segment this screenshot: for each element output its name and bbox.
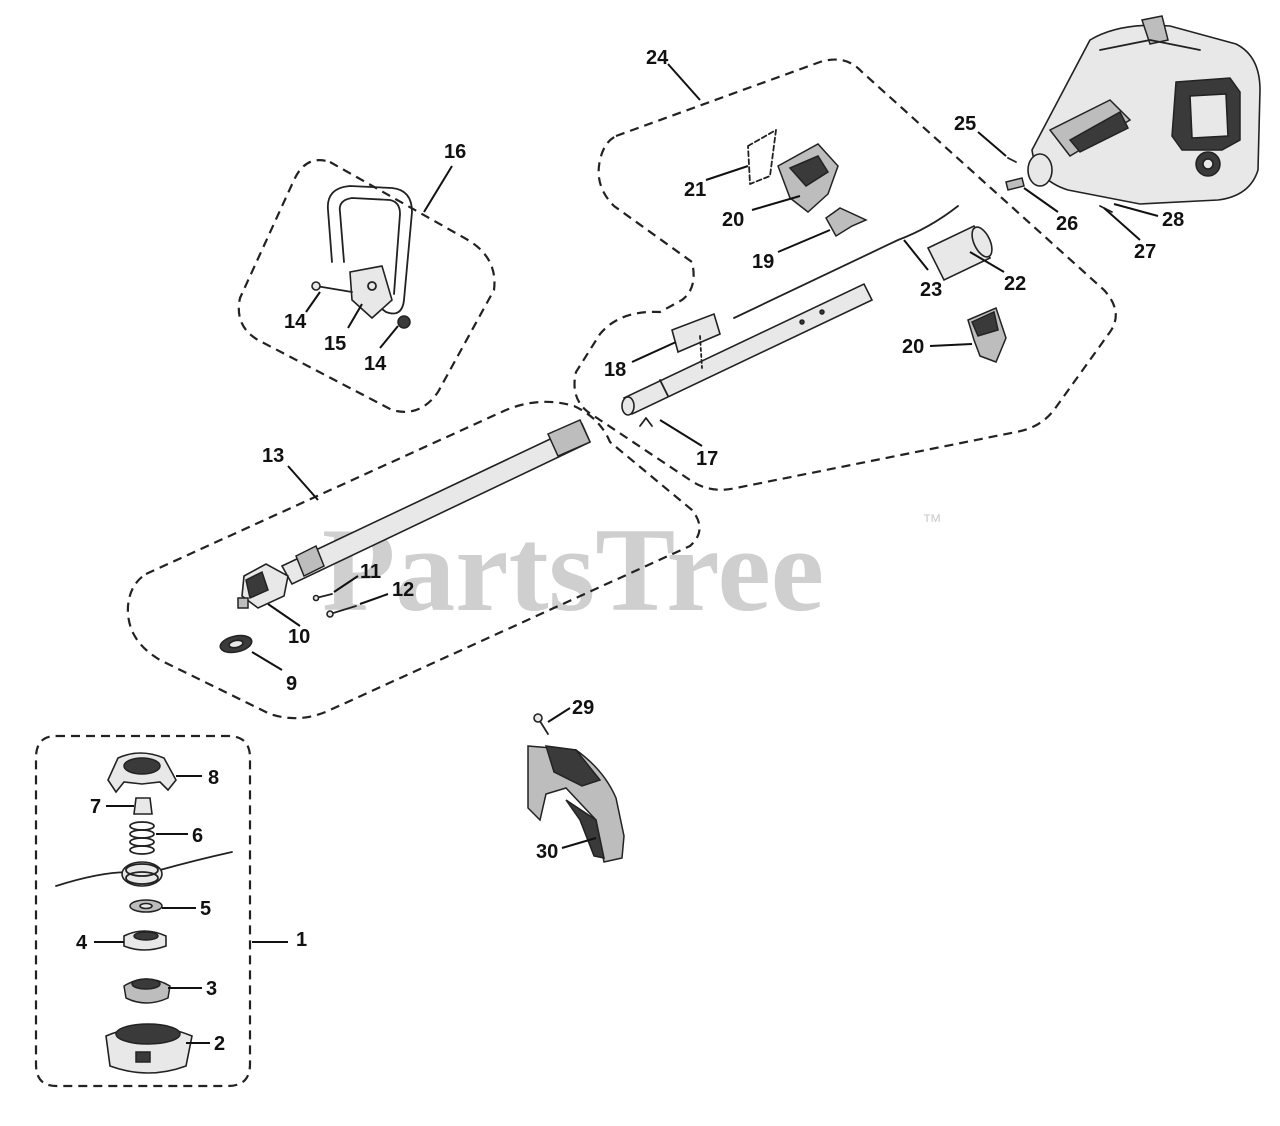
callout-3: 3 [206, 978, 217, 1000]
lower-shaft [280, 419, 592, 586]
callout-19: 19 [752, 251, 774, 273]
callout-23: 23 [920, 279, 942, 301]
trimmer-head-parts [55, 752, 233, 1074]
callout-12: 12 [392, 579, 414, 601]
loop-handle [327, 185, 413, 320]
callout-2: 2 [214, 1033, 225, 1055]
callout-28: 28 [1162, 209, 1184, 231]
shaft-pin [639, 417, 653, 427]
shaft-label-sleeve [671, 312, 721, 369]
callout-10: 10 [288, 626, 310, 648]
callout-8: 8 [208, 767, 219, 789]
group-outline-lower-shaft [126, 400, 701, 720]
gear-head [237, 563, 289, 609]
callout-14a: 14 [284, 311, 307, 333]
handle-nut-right [397, 315, 411, 329]
watermark-trademark: ™ [922, 511, 942, 533]
callout-11: 11 [360, 561, 381, 583]
bearing-washer [219, 634, 253, 654]
group-outline-trimmer-head [34, 734, 252, 1088]
group-outline-upper-shaft [573, 58, 1117, 491]
callout-20b: 20 [902, 336, 924, 358]
callout-26: 26 [1056, 213, 1078, 235]
engine-assembly [1027, 15, 1261, 205]
callout-7: 7 [90, 796, 101, 818]
gear-head-screw [312, 593, 333, 602]
throttle-housing-upper [777, 143, 839, 213]
throttle-trigger [825, 207, 868, 238]
callout-4: 4 [76, 932, 88, 954]
callout-25: 25 [954, 113, 976, 135]
shield-screw [533, 713, 549, 735]
callout-1: 1 [296, 929, 307, 951]
callout-labels: 1 2 3 4 5 6 7 8 9 10 11 12 13 14 14 15 1… [76, 47, 1184, 1055]
handle-screw-left [311, 281, 353, 293]
throttle-housing-lower [967, 306, 1007, 363]
callout-17: 17 [696, 448, 718, 470]
callout-16: 16 [444, 141, 466, 163]
throttle-plate [747, 129, 777, 185]
callout-30: 30 [536, 841, 558, 863]
foam-grip [926, 224, 993, 282]
upper-shaft [621, 282, 874, 416]
callout-20a: 20 [722, 209, 744, 231]
callout-24: 24 [646, 47, 669, 69]
debris-shield [527, 745, 625, 863]
callout-5: 5 [200, 898, 211, 920]
callout-13: 13 [262, 445, 284, 467]
callout-21: 21 [684, 179, 706, 201]
callout-15: 15 [324, 333, 346, 355]
callout-14b: 14 [364, 353, 387, 375]
gear-head-bolt [326, 605, 357, 618]
callout-6: 6 [192, 825, 203, 847]
throttle-cable [733, 205, 959, 319]
leader-lines [94, 63, 1159, 1044]
group-outline-handle [237, 159, 496, 413]
callout-29: 29 [572, 697, 594, 719]
callout-27: 27 [1134, 241, 1156, 263]
callout-9: 9 [286, 673, 297, 695]
callout-18: 18 [604, 359, 626, 381]
callout-22: 22 [1004, 273, 1026, 295]
